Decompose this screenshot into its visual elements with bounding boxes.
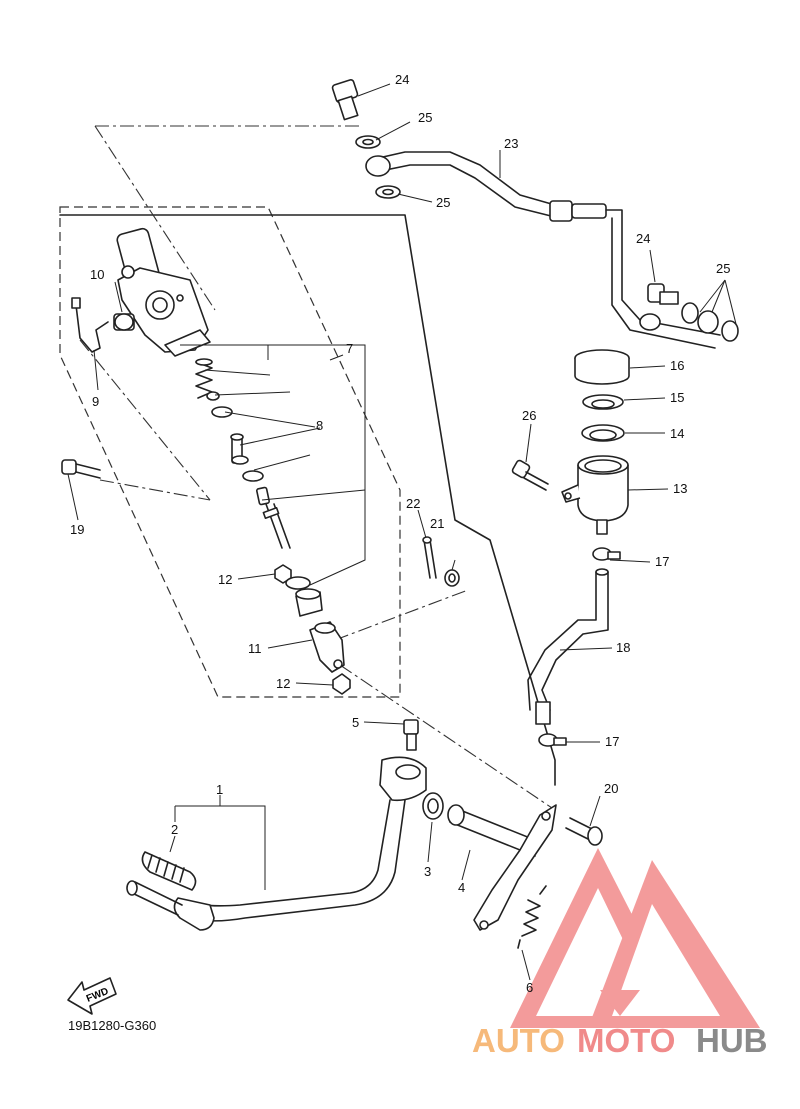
reservoir-hose: [527, 568, 609, 725]
hose-clip-bottom: [538, 733, 567, 747]
bracket-ref-line: [79, 339, 211, 501]
master-cylinder-body: [116, 227, 211, 357]
watermark-text: AUTO MOTO HUB: [472, 1022, 768, 1059]
callout-24-right: 24: [636, 231, 650, 246]
pivot-washer: [422, 792, 444, 820]
callout-17-top: 17: [655, 554, 669, 569]
rod-boot: [295, 588, 323, 617]
washer-right-2: [697, 310, 719, 334]
diagram-code: 19B1280-G360: [68, 1018, 156, 1033]
callout-14: 14: [670, 426, 684, 441]
reservoir-tank: [561, 455, 629, 535]
rod-washer: [285, 576, 311, 590]
bolt-ref-line-2: [94, 125, 216, 311]
cup-small: [206, 391, 220, 401]
washer-right-3: [721, 320, 739, 342]
callout-21: 21: [430, 516, 444, 531]
cylinder-bracket: [71, 297, 109, 353]
fwd-arrow: FWD: [67, 977, 117, 1015]
callout-8: 8: [316, 418, 323, 433]
hose-clip-top: [592, 547, 621, 561]
clevis-pin: [565, 817, 603, 846]
pedal-bolt: [403, 719, 419, 751]
callout-5: 5: [352, 715, 359, 730]
pedal-rubber: [141, 851, 197, 891]
callout-25-mid: 25: [436, 195, 450, 210]
hose-route-outline: [59, 214, 556, 786]
watermark-logo: [510, 848, 760, 1028]
cotter-pin: [422, 536, 437, 579]
callout-18: 18: [616, 640, 630, 655]
callout-1: 1: [216, 782, 223, 797]
callout-25-top: 25: [418, 110, 432, 125]
watermark-moto: MOTO: [577, 1022, 675, 1059]
clevis-nut: [332, 673, 351, 695]
group-outlines: [59, 125, 556, 811]
callout-13: 13: [673, 481, 687, 496]
callout-16: 16: [670, 358, 684, 373]
clevis: [309, 621, 345, 673]
push-rod: [256, 486, 291, 549]
piston-ring: [242, 470, 264, 482]
callout-leaders: [67, 83, 737, 981]
union-bolt-top: [331, 79, 359, 121]
master-cylinder-group-outline: [59, 206, 401, 698]
callout-20: 20: [604, 781, 618, 796]
screw-ref-line: [99, 479, 211, 501]
callout-15: 15: [670, 390, 684, 405]
callout-10: 10: [90, 267, 104, 282]
callout-24-top: 24: [395, 72, 409, 87]
union-bolt-right: [647, 283, 679, 305]
cup-ring: [211, 406, 233, 418]
diaphragm: [581, 424, 625, 442]
watermark-auto: AUTO: [472, 1022, 565, 1059]
cap-plate: [582, 394, 624, 410]
internals-leaders: [180, 344, 366, 586]
rod-ref-line: [334, 589, 469, 641]
callout-12-upper: 12: [218, 572, 232, 587]
callout-7: 7: [346, 341, 353, 356]
callout-17-bottom: 17: [605, 734, 619, 749]
callout-4: 4: [458, 880, 465, 895]
callout-25-right: 25: [716, 261, 730, 276]
bracket-screw: [61, 459, 101, 479]
callout-19: 19: [70, 522, 84, 537]
callout-3: 3: [424, 864, 431, 879]
reservoir-bolt: [511, 459, 549, 491]
callout-9: 9: [92, 394, 99, 409]
pin-ref-line: [339, 664, 556, 811]
watermark-hub: HUB: [696, 1022, 768, 1059]
callout-26: 26: [522, 408, 536, 423]
callout-11: 11: [248, 641, 262, 656]
piston-assembly: [230, 433, 249, 465]
callout-12-lower: 12: [276, 676, 290, 691]
return-spring: [517, 885, 547, 949]
callout-22: 22: [406, 496, 420, 511]
brake-hose: [365, 151, 721, 349]
washer-right-1: [681, 302, 699, 324]
reservoir-cap: [574, 349, 630, 385]
callout-2: 2: [171, 822, 178, 837]
callout-23: 23: [504, 136, 518, 151]
pedal-shaft: [447, 804, 557, 931]
callout-labels: 24 25 25 23 24 25 16 15 14 13 26 17 18 1…: [70, 72, 730, 995]
callout-6: 6: [526, 980, 533, 995]
hose-joint: [113, 313, 135, 331]
brake-pedal: [126, 756, 427, 931]
